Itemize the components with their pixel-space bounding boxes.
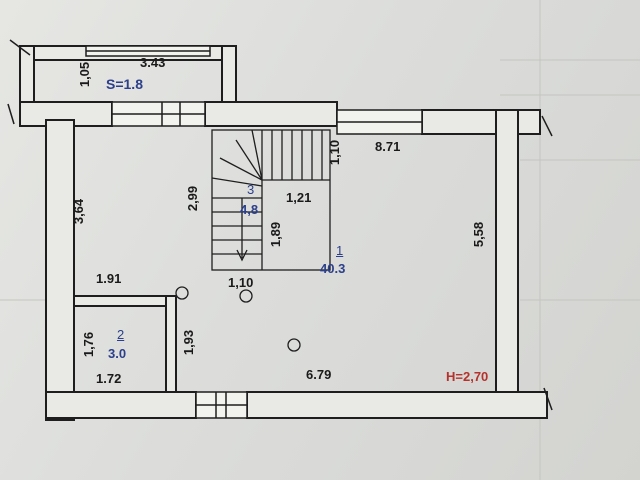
ceiling-height-label: H=2,70 [446,369,489,384]
stair-left-length-label: 2,99 [185,185,201,212]
wall-annex-right [221,45,237,103]
wall-main-top-mid [204,101,338,127]
fixtures [175,286,301,352]
main-width-top-label: 8.71 [375,139,401,154]
windows [85,45,423,419]
main-left-height-label: 3,64 [71,198,87,225]
wall-bottom-right [246,391,548,419]
fixture-circle [287,338,301,352]
fixture-circle [175,286,189,300]
bath-top-length-label: 1.91 [96,271,122,286]
bath-right-length-label: 1,93 [181,329,197,356]
wall-left [45,119,75,421]
wall-bath-right [165,295,177,393]
stair-bottom-gap-label: 1,10 [228,275,254,290]
fixture-circle [239,289,253,303]
wall-right [495,109,519,399]
bath-area: 3.0 [108,346,127,361]
stair-width-label: 1,21 [286,190,312,205]
annex-height-label: 1,05 [77,61,93,88]
wall-bottom-left [45,391,197,419]
stair-top-gap-label: 1,10 [327,139,343,166]
wall-main-top-right [421,109,541,135]
walls [19,45,548,421]
annex-area-label: S=1.8 [106,76,143,92]
annex-width-label: 3.43 [140,55,166,70]
stair-length-label: 1,89 [268,221,284,248]
main-room-area: 40.3 [320,261,346,276]
bath-number: 2 [117,327,125,342]
main-room-number: 1 [336,243,344,258]
wall-annex-left [19,45,35,103]
wall-bath-top [73,295,177,307]
main-width-bottom-label: 6.79 [306,367,332,382]
stair-number-label: 3 [247,182,255,197]
main-right-height-label: 5,58 [471,221,487,248]
bath-height-label: 1,76 [81,331,97,358]
stair-area-label: 4,8 [240,202,259,217]
staircase [211,129,331,271]
bath-width-label: 1.72 [96,371,122,386]
wall-ticks [7,39,553,411]
